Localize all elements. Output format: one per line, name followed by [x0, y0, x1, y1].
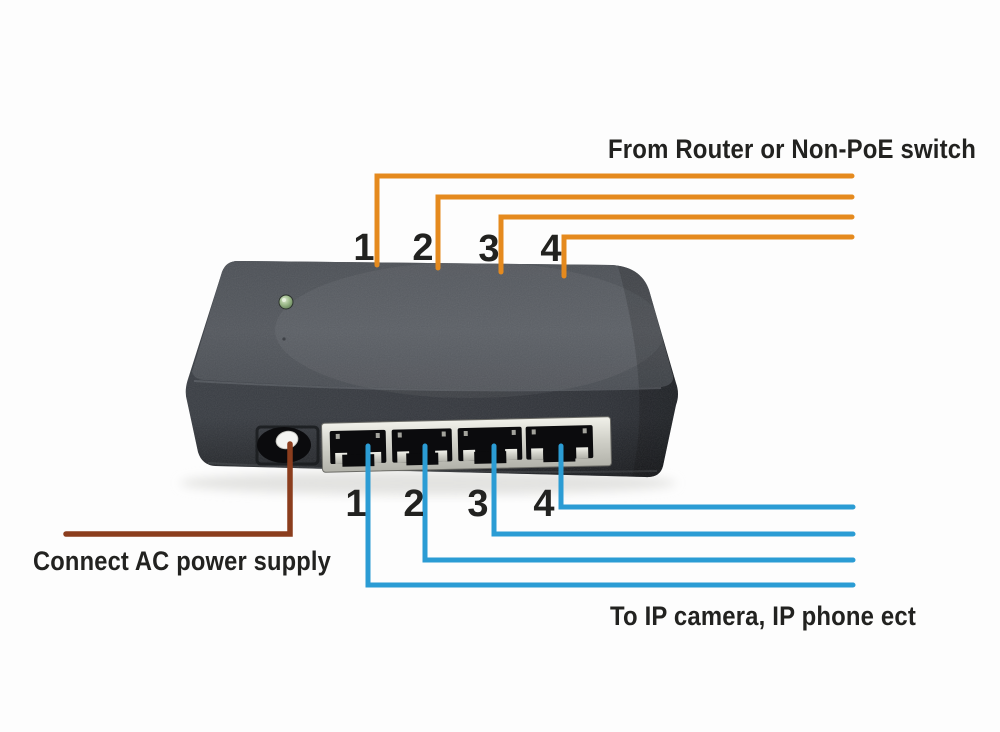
uplink-label: From Router or Non-PoE switch: [608, 134, 976, 164]
uplink-port-number-3: 3: [478, 228, 499, 270]
uplink-line-1: [374, 173, 855, 268]
output-line-3: [491, 443, 856, 537]
port-block: [321, 416, 612, 473]
uplink-line-2: [435, 194, 855, 271]
diagram-labels: From Router or Non-PoE switch To IP came…: [33, 134, 976, 631]
rj45-port-1: [329, 429, 387, 467]
uplink-port-number-2: 2: [412, 227, 433, 269]
output-port-number-2: 2: [403, 483, 424, 525]
case-pin-mark: [282, 337, 286, 341]
status-led: [278, 294, 294, 310]
rj45-port-3: [457, 426, 523, 464]
uplink-lines: [374, 173, 855, 279]
output-port-number-3: 3: [467, 483, 488, 525]
output-port-number-1: 1: [345, 483, 366, 525]
uplink-line-4: [561, 234, 855, 279]
output-line-1: [365, 443, 856, 588]
uplink-port-number-4: 4: [540, 228, 561, 270]
output-line-4: [558, 443, 856, 510]
output-port-number-4: 4: [533, 483, 554, 525]
power-line: [63, 441, 293, 537]
output-lines: [365, 443, 856, 588]
uplink-port-number-1: 1: [353, 227, 374, 269]
rj45-port-4: [525, 425, 594, 463]
rj45-port-2: [391, 428, 453, 466]
output-label: To IP camera, IP phone ect: [610, 601, 916, 631]
poe-injector-device: [185, 261, 678, 478]
power-label: Connect AC power supply: [33, 546, 331, 576]
output-line-2: [422, 443, 856, 563]
uplink-line-3: [498, 214, 855, 275]
device-shadow: [180, 471, 676, 495]
